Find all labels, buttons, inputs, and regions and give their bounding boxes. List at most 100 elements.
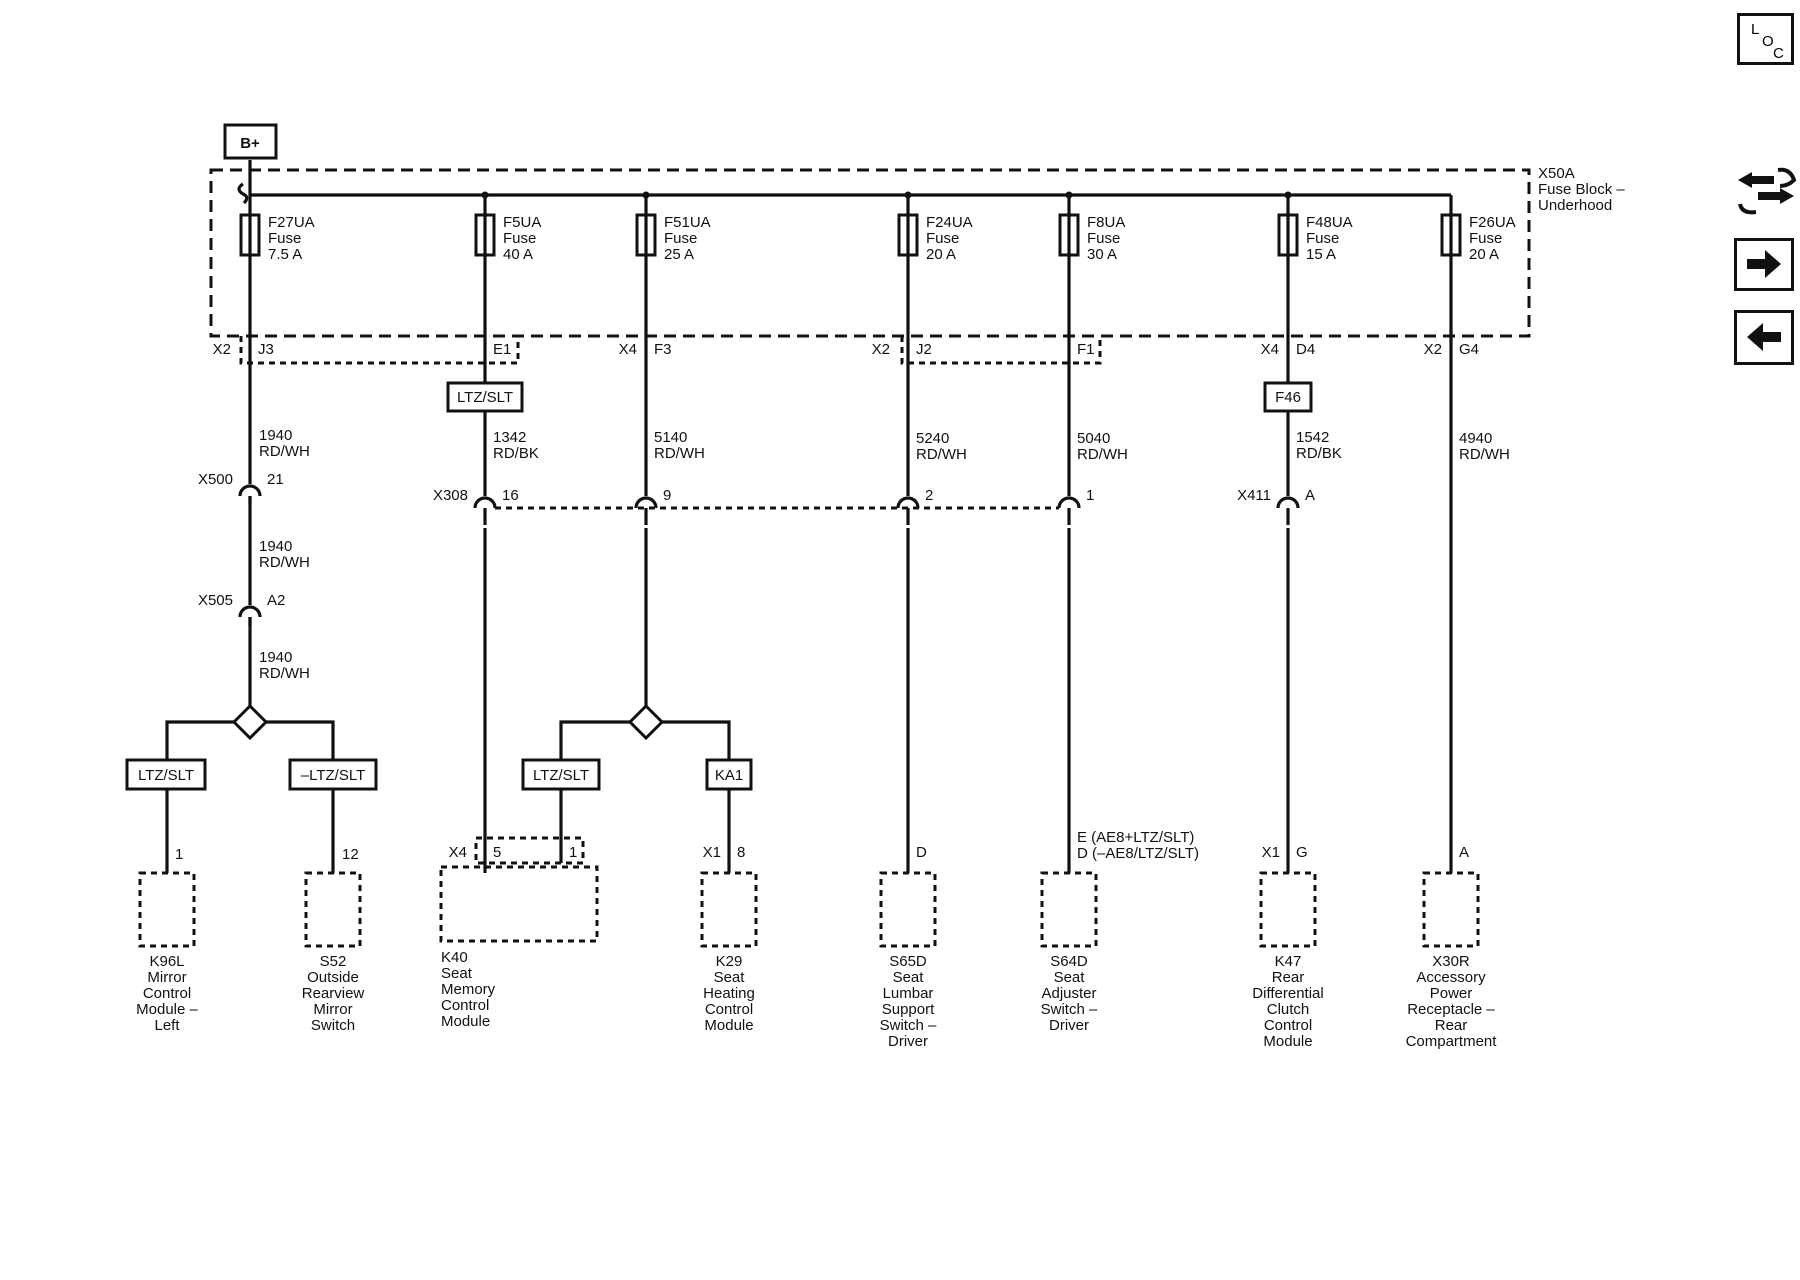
pin-label: 2 bbox=[925, 487, 933, 504]
fuse-name: F51UA bbox=[664, 214, 711, 231]
pin-label: A bbox=[1459, 844, 1469, 861]
component-desc: Power bbox=[1430, 985, 1473, 1002]
fuse-rating: 7.5 A bbox=[268, 246, 302, 263]
component-id: S52 bbox=[320, 953, 347, 970]
connector-label: X1 bbox=[1262, 844, 1280, 861]
fuse-rating: 30 A bbox=[1087, 246, 1117, 263]
component-k96l bbox=[138, 871, 196, 948]
component-desc: Seat bbox=[714, 969, 746, 986]
inline-connector-x500 bbox=[238, 484, 262, 505]
fuse-name: F5UA bbox=[503, 214, 541, 231]
wire-circuit: 1542 bbox=[1296, 429, 1329, 446]
wire-color: RD/WH bbox=[654, 445, 705, 462]
wire-color: RD/WH bbox=[1459, 446, 1510, 463]
component-desc: Switch – bbox=[880, 1017, 937, 1034]
connector-label: X4 bbox=[619, 341, 637, 358]
connector-plug-icon bbox=[1738, 167, 1797, 215]
arrow-right-icon bbox=[1747, 250, 1781, 278]
pin-label: J3 bbox=[258, 341, 274, 358]
component-names: K96L Mirror Control Module – Left S52 Ou… bbox=[136, 949, 1497, 1050]
option-label: F46 bbox=[1275, 389, 1301, 406]
component-desc: Rearview bbox=[302, 985, 365, 1002]
battery-label: B+ bbox=[240, 135, 260, 152]
wire-color: RD/BK bbox=[493, 445, 539, 462]
next-page-button[interactable] bbox=[1734, 238, 1794, 291]
fuse-name: F26UA bbox=[1469, 214, 1516, 231]
component-desc: Driver bbox=[888, 1033, 928, 1050]
component-desc: Support bbox=[882, 1001, 935, 1018]
option-label: LTZ/SLT bbox=[138, 767, 194, 784]
component-desc: Adjuster bbox=[1041, 985, 1096, 1002]
fuse-rating: 15 A bbox=[1306, 246, 1336, 263]
component-bodies bbox=[138, 836, 1480, 948]
fuse-block-name-1: Fuse Block – bbox=[1538, 181, 1625, 198]
component-desc: Control bbox=[143, 985, 191, 1002]
component-k29 bbox=[700, 871, 758, 948]
component-s65d bbox=[879, 871, 937, 948]
component-id: X30R bbox=[1432, 953, 1470, 970]
wire-circuit: 1342 bbox=[493, 429, 526, 446]
branch-mid bbox=[559, 720, 731, 760]
component-desc: Compartment bbox=[1406, 1033, 1498, 1050]
connector-label: X4 bbox=[449, 844, 467, 861]
block-connector-labels: X2 X4 X2 X4 X2 J3 E1 F3 J2 F1 D4 G4 bbox=[213, 341, 1479, 358]
pin-label: 16 bbox=[502, 487, 519, 504]
branch-left bbox=[165, 720, 335, 760]
option-label: LTZ/SLT bbox=[533, 767, 589, 784]
component-id: K29 bbox=[716, 953, 743, 970]
location-icon: L O C bbox=[1751, 21, 1784, 62]
connector-label: X500 bbox=[198, 471, 233, 488]
component-desc: Receptacle – bbox=[1407, 1001, 1495, 1018]
component-desc: Differential bbox=[1252, 985, 1323, 1002]
location-view-button[interactable]: L O C bbox=[1737, 13, 1794, 65]
component-desc: Clutch bbox=[1267, 1001, 1310, 1018]
wire-color: RD/WH bbox=[259, 443, 310, 460]
connector-label: X1 bbox=[703, 844, 721, 861]
pin-label: A bbox=[1305, 487, 1315, 504]
wire-circuit: 5040 bbox=[1077, 430, 1110, 447]
wire-color: RD/WH bbox=[259, 554, 310, 571]
component-desc: Control bbox=[1264, 1017, 1312, 1034]
component-desc: Switch – bbox=[1041, 1001, 1098, 1018]
pin-label: 12 bbox=[342, 846, 359, 863]
fuse-name: F24UA bbox=[926, 214, 973, 231]
pin-label: 1 bbox=[1086, 487, 1094, 504]
loc-letter: O bbox=[1762, 33, 1774, 50]
block-connector-x2-mid bbox=[900, 336, 1102, 365]
fuse-type: Fuse bbox=[268, 230, 301, 247]
splice-left bbox=[231, 703, 269, 741]
connector-label: X308 bbox=[433, 487, 468, 504]
component-s52 bbox=[304, 871, 362, 948]
component-desc: Lumbar bbox=[883, 985, 934, 1002]
wire-circuit: 1940 bbox=[259, 649, 292, 666]
previous-page-button[interactable] bbox=[1734, 310, 1794, 365]
pin-label: J2 bbox=[916, 341, 932, 358]
option-label: KA1 bbox=[715, 767, 743, 784]
option-label: –LTZ/SLT bbox=[301, 767, 365, 784]
component-desc: Memory bbox=[441, 981, 496, 998]
loc-letter: C bbox=[1773, 45, 1784, 62]
fuse-type: Fuse bbox=[1469, 230, 1502, 247]
wire-color: RD/BK bbox=[1296, 445, 1342, 462]
pin-label: G bbox=[1296, 844, 1308, 861]
wire-color: RD/WH bbox=[259, 665, 310, 682]
pin-label: 9 bbox=[663, 487, 671, 504]
component-x30r bbox=[1422, 871, 1480, 948]
option-box-ltz-slt-left bbox=[125, 758, 207, 791]
pin-label: 1 bbox=[175, 846, 183, 863]
connector-label: X2 bbox=[1424, 341, 1442, 358]
wires bbox=[248, 170, 1453, 873]
fuse-block-id: X50A bbox=[1538, 165, 1575, 182]
connector-view-button[interactable] bbox=[1734, 160, 1798, 220]
component-desc: Module bbox=[704, 1017, 753, 1034]
arrow-left-icon bbox=[1747, 323, 1781, 351]
pin-label: A2 bbox=[267, 592, 285, 609]
component-k40 bbox=[439, 865, 599, 943]
component-desc: Rear bbox=[1435, 1017, 1468, 1034]
component-desc: Seat bbox=[441, 965, 473, 982]
component-pin-labels: 1 12 X4 5 1 X1 8 D E (AE8+LTZ/SLT) D (–A… bbox=[175, 829, 1469, 863]
pin-label: F1 bbox=[1077, 341, 1095, 358]
component-id: S65D bbox=[889, 953, 927, 970]
bus-bar bbox=[248, 160, 1451, 197]
fuse-name: F27UA bbox=[268, 214, 315, 231]
